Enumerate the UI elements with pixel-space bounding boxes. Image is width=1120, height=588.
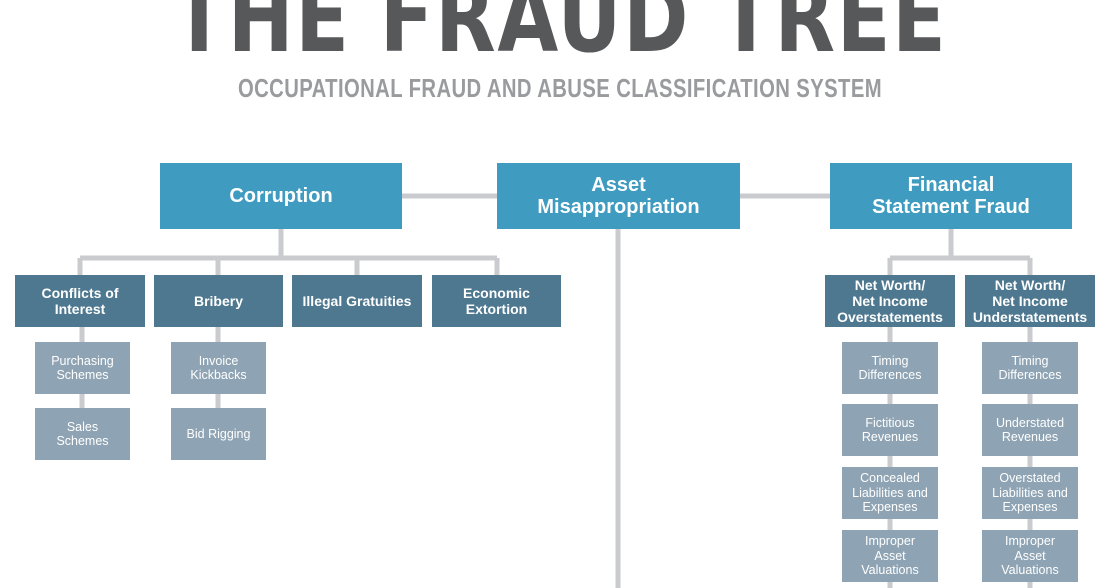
concealed-liabilities-node: Concealed Liabilities and Expenses xyxy=(842,467,938,519)
page-subtitle: OCCUPATIONAL FRAUD AND ABUSE CLASSIFICAT… xyxy=(237,73,883,103)
corruption-node: Corruption xyxy=(160,163,402,229)
conflicts-of-interest-node: Conflicts of Interest xyxy=(15,275,145,327)
under-timing-differences-node: Timing Differences xyxy=(982,342,1078,394)
over-improper-asset-valuations-node: Improper Asset Valuations xyxy=(842,530,938,582)
purchasing-schemes-node: Purchasing Schemes xyxy=(35,342,130,394)
page-title: THE FRAUD TREE xyxy=(172,0,948,74)
understatements-node: Net Worth/ Net Income Understatements xyxy=(965,275,1095,327)
over-timing-differences-node: Timing Differences xyxy=(842,342,938,394)
fictitious-revenues-node: Fictitious Revenues xyxy=(842,404,938,456)
illegal-gratuities-node: Illegal Gratuities xyxy=(292,275,422,327)
sales-schemes-node: Sales Schemes xyxy=(35,408,130,460)
bid-rigging-node: Bid Rigging xyxy=(171,408,266,460)
asset-misappropriation-node: Asset Misappropriation xyxy=(497,163,740,229)
under-improper-asset-valuations-node: Improper Asset Valuations xyxy=(982,530,1078,582)
economic-extortion-node: Economic Extortion xyxy=(432,275,561,327)
overstatements-node: Net Worth/ Net Income Overstatements xyxy=(825,275,955,327)
bribery-node: Bribery xyxy=(154,275,283,327)
overstated-liabilities-node: Overstated Liabilities and Expenses xyxy=(982,467,1078,519)
understated-revenues-node: Understated Revenues xyxy=(982,404,1078,456)
financial-statement-fraud-node: Financial Statement Fraud xyxy=(830,163,1072,229)
invoice-kickbacks-node: Invoice Kickbacks xyxy=(171,342,266,394)
